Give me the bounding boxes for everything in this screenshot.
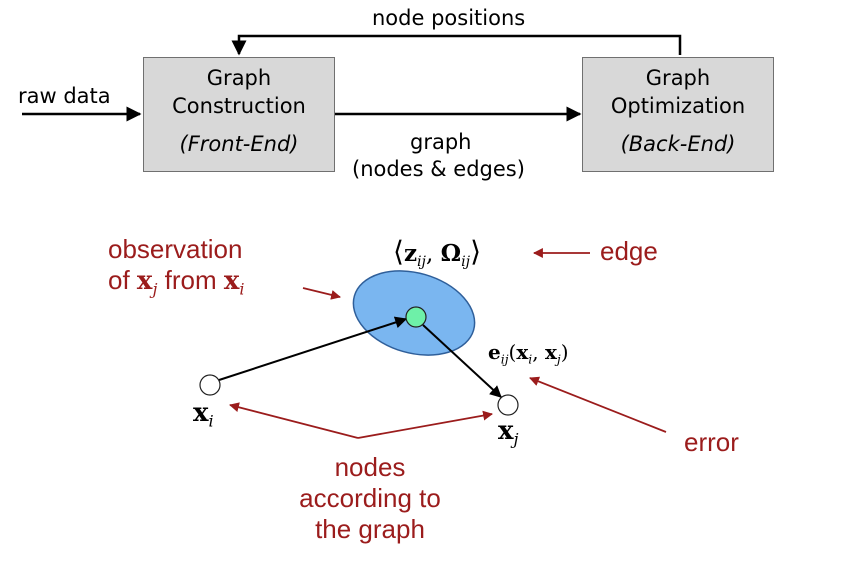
observation-label: observation of xj from xi	[108, 234, 245, 297]
error-function: eij(xi, xj)	[488, 340, 569, 367]
error-label: error	[684, 427, 739, 457]
nodes-label: nodes according to the graph	[280, 452, 460, 546]
graph-label: graph	[410, 130, 472, 154]
edge-tuple: ⟨zij, Ωij⟩	[393, 235, 482, 270]
xi-symbol-inline: xi	[223, 266, 245, 299]
node-positions-feedback-arrow	[231, 34, 682, 56]
node-xj	[497, 394, 519, 416]
back-end-title-line2: Optimization	[610, 94, 746, 118]
nodes-label-line3: the graph	[315, 514, 425, 545]
observation-label-line2: of xj from xi	[108, 265, 245, 297]
nodes-pointer-arrow-right	[357, 410, 493, 439]
node-xi-label: xi	[193, 398, 214, 431]
nodes-pointer-arrow-left	[229, 402, 359, 439]
node-xj-label: xj	[498, 416, 519, 449]
observation-label-line1: observation	[108, 234, 243, 264]
front-end-title-line2: Construction	[172, 94, 306, 118]
observation-from-text: from	[164, 265, 217, 296]
error-pointer-arrow	[529, 376, 667, 433]
back-end-subtitle: (Back-End)	[620, 132, 736, 156]
edge-label: edge	[600, 236, 658, 266]
measured-node	[405, 306, 427, 328]
node-xi	[199, 374, 221, 396]
back-end-title-line1: Graph	[645, 66, 711, 90]
xj-symbol-inline: xj	[136, 266, 158, 299]
front-end-subtitle: (Front-End)	[179, 132, 299, 156]
front-end-box: Graph Construction (Front-End)	[143, 57, 335, 172]
observation-pointer-arrow	[302, 287, 341, 300]
error-arrow	[422, 324, 502, 398]
raw-data-label: raw data	[18, 84, 111, 108]
nodes-label-line2: according to	[299, 483, 441, 514]
back-end-box: Graph Optimization (Back-End)	[582, 57, 774, 172]
xi-to-observation-arrow	[215, 316, 408, 382]
front-end-title-line1: Graph	[206, 66, 272, 90]
node-positions-label: node positions	[372, 6, 526, 30]
observation-of-text: of	[108, 265, 130, 296]
nodes-label-line1: nodes	[334, 452, 406, 482]
nodes-edges-label: (nodes & edges)	[352, 157, 525, 181]
